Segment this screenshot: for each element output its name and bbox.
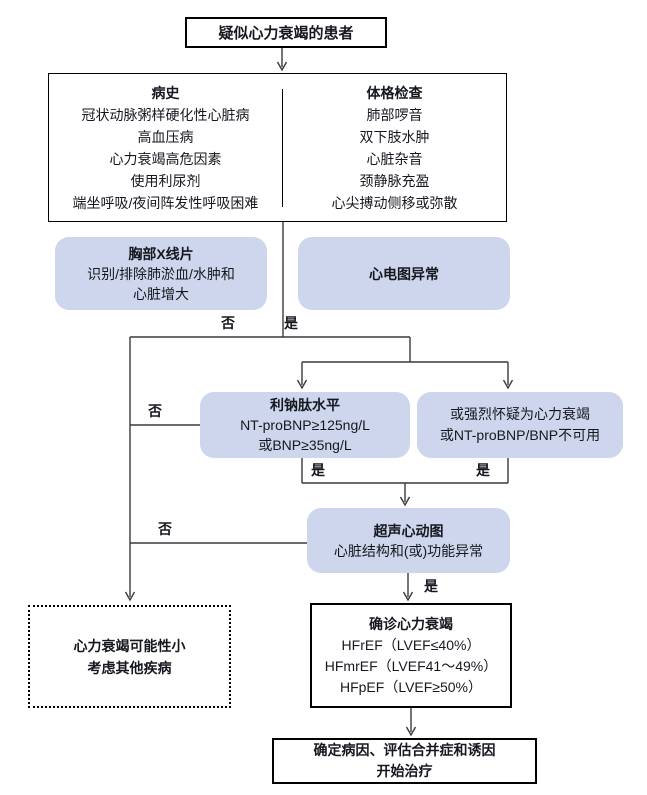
history-item: 高血压病 (137, 128, 194, 145)
node-natriuretic-peptide: 利钠肽水平 NT-proBNP≥125ng/L 或BNP≥35ng/L (200, 392, 410, 458)
node-line: 考虑其他疾病 (87, 659, 172, 676)
node-line: 或BNP≥35ng/L (258, 437, 352, 453)
node-line: 心脏结构和(或)功能异常 (333, 542, 484, 559)
history-item: 冠状动脉粥样硬化性心脏病 (81, 106, 250, 123)
branch-label-suspicion-yes: 是 (476, 462, 490, 478)
branch-label-natriuretic-no: 否 (148, 403, 162, 419)
node-chest-xray: 胸部X线片 识别/排除肺淤血/水肿和 心脏增大 (55, 237, 267, 310)
node-treatment: 确定病因、评估合并症和诱因 开始治疗 (272, 738, 537, 784)
node-hf-unlikely: 心力衰竭可能性小 考虑其他疾病 (28, 605, 231, 708)
node-strong-suspicion: 或强烈怀疑为心力衰竭 或NT-proBNP/BNP不可用 (417, 392, 623, 458)
history-column: 病史 冠状动脉粥样硬化性心脏病 高血压病 心力衰竭高危因素 使用利尿剂 端坐呼吸… (49, 82, 282, 214)
node-line: NT-proBNP≥125ng/L (240, 417, 370, 433)
branch-label-xray-no: 否 (221, 315, 235, 331)
branch-label-echo-no: 否 (158, 521, 172, 537)
node-line: 心脏增大 (133, 285, 189, 302)
branch-label-echo-yes: 是 (424, 578, 438, 594)
exam-item: 肺部啰音 (366, 106, 423, 123)
history-item: 端坐呼吸/夜间阵发性呼吸困难 (72, 194, 259, 211)
node-history-and-exam: 病史 冠状动脉粥样硬化性心脏病 高血压病 心力衰竭高危因素 使用利尿剂 端坐呼吸… (48, 73, 507, 222)
branch-label-natriuretic-yes: 是 (311, 462, 325, 478)
node-echocardiogram: 超声心动图 心脏结构和(或)功能异常 (307, 508, 510, 573)
exam-item: 颈静脉充盈 (359, 172, 430, 189)
node-title: 超声心动图 (373, 522, 444, 539)
history-item: 使用利尿剂 (130, 172, 201, 189)
node-title: 确诊心力衰竭 (369, 615, 453, 632)
arrowhead-down-icon (399, 496, 411, 507)
history-item: 心力衰竭高危因素 (109, 150, 222, 167)
exam-item: 心尖搏动侧移或弥散 (331, 194, 458, 211)
arrowhead-down-icon (276, 61, 288, 72)
arrowhead-down-icon (405, 726, 417, 737)
arrowhead-down-icon (124, 591, 136, 602)
node-line: 或NT-proBNP/BNP不可用 (439, 427, 601, 443)
exam-item: 心脏杂音 (366, 150, 423, 167)
node-label: 疑似心力衰竭的患者 (218, 25, 354, 42)
node-line: 开始治疗 (376, 763, 433, 779)
node-ecg-abnormal: 心电图异常 (298, 237, 510, 310)
node-suspected-patient: 疑似心力衰竭的患者 (185, 17, 387, 48)
node-hf-confirmed: 确诊心力衰竭 HFrEF（LVEF≤40%） HFmrEF（LVEF41～49%… (310, 603, 512, 708)
exam-item: 双下肢水肿 (359, 128, 430, 145)
node-title: 胸部X线片 (128, 245, 194, 262)
node-line: HFpEF（LVEF≥50%） (339, 678, 483, 695)
node-line: HFmrEF（LVEF41～49%） (324, 657, 498, 674)
physical-exam-column: 体格检查 肺部啰音 双下肢水肿 心脏杂音 颈静脉充盈 心尖搏动侧移或弥散 (283, 82, 506, 214)
history-title: 病史 (151, 84, 180, 101)
branch-label-ecg-yes: 是 (284, 315, 298, 331)
node-line: 心力衰竭可能性小 (73, 637, 186, 654)
node-line: 确定病因、评估合并症和诱因 (313, 742, 496, 758)
node-line: 或强烈怀疑为心力衰竭 (450, 406, 590, 422)
node-line: 识别/排除肺淤血/水肿和 (87, 265, 235, 282)
exam-title: 体格检查 (366, 84, 423, 101)
arrowhead-down-icon (296, 379, 308, 390)
node-title: 利钠肽水平 (270, 397, 340, 413)
arrowhead-down-icon (402, 591, 414, 602)
node-line: HFrEF（LVEF≤40%） (341, 636, 481, 653)
arrowhead-down-icon (502, 379, 514, 390)
node-label: 心电图异常 (369, 265, 439, 282)
column-divider (282, 88, 283, 207)
